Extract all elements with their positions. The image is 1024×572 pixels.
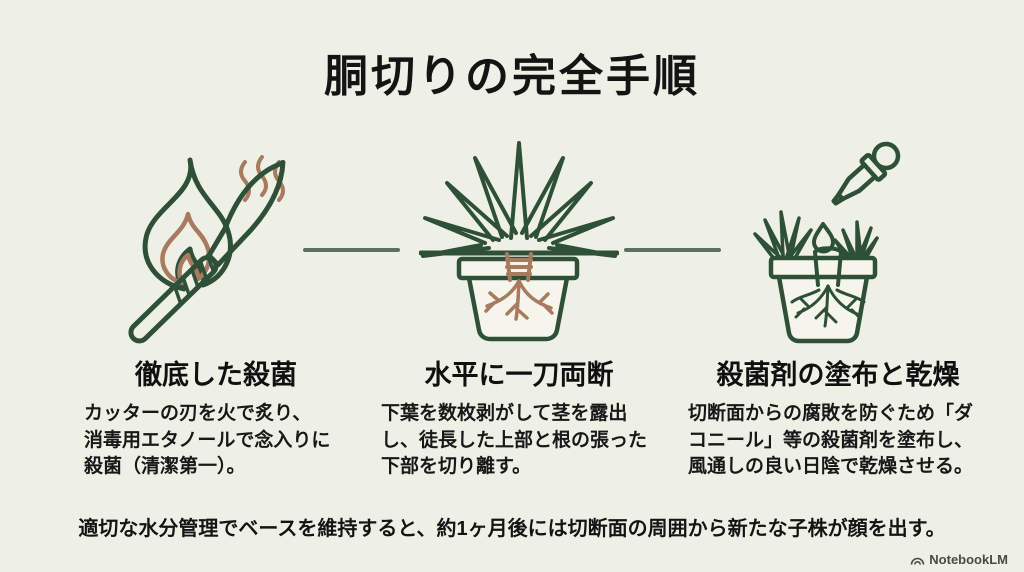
step-description: 下葉を数枚剥がして茎を露出 し、徒長した上部と根の張った 下部を切り離す。 (381, 403, 648, 478)
step-sterilization: 徹底した殺菌 カッターの刃を火で炙り、 消毒用エタノールで念入りに 殺菌（清潔第… (84, 138, 348, 481)
step-fungicide: 殺菌剤の塗布と乾燥 切断面からの腐敗を防ぐため「ダ コニール」等の殺菌剤を塗布し… (688, 138, 988, 481)
side-plant-left-icon (753, 210, 813, 262)
dropper-pot-graphic (753, 141, 901, 344)
step-cut: 水平に一刀両断 下葉を数枚剥がして茎を露出 し、徒長した上部と根の張った 下部を… (381, 138, 657, 481)
flame-scalpel-graphic (128, 155, 286, 344)
roots-icon (790, 284, 866, 328)
notebooklm-watermark: NotebookLM (910, 552, 1008, 567)
dropper-pot-icon (688, 138, 988, 352)
plant-cut-graphic (419, 141, 619, 342)
connector-line (624, 248, 721, 252)
flame-scalpel-icon (72, 138, 348, 352)
notebooklm-logo-icon (910, 557, 925, 565)
stem-icon (505, 252, 533, 282)
step-heading: 水平に一刀両断 (424, 360, 614, 390)
dropper-icon (831, 141, 901, 206)
stump-icon (813, 246, 843, 287)
drop-icon (812, 222, 835, 254)
scalpel-icon (128, 159, 286, 344)
step-heading: 殺菌剤の塗布と乾燥 (716, 360, 960, 390)
page-title: 胴切りの完全手順 (324, 52, 700, 101)
agave-leaves-icon (421, 141, 617, 258)
step-heading: 徹底した殺菌 (135, 360, 297, 390)
roots-icon (484, 279, 554, 321)
plant-cut-pot-icon (381, 138, 657, 352)
step-description: 切断面からの腐敗を防ぐため「ダ コニール」等の殺菌剤を塗布し、 風通しの良い日陰… (688, 403, 974, 478)
step-description: カッターの刃を火で炙り、 消毒用エタノールで念入りに 殺菌（清潔第一）。 (84, 403, 331, 478)
connector-line (303, 248, 400, 252)
footer-note: 適切な水分管理でベースを維持すると、約1ヶ月後には切断面の周囲から新たな子株が顔… (78, 518, 946, 540)
watermark-label: NotebookLM (929, 552, 1008, 567)
side-plant-right-icon (833, 220, 879, 264)
